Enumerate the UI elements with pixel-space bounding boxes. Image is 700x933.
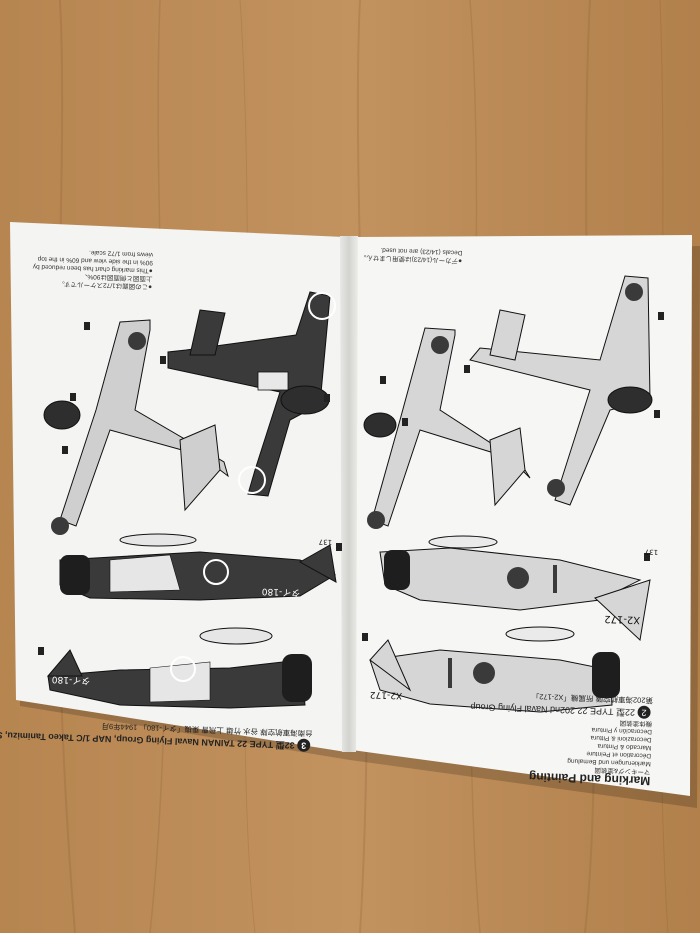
right-side-view-1 — [379, 535, 651, 642]
left-side-view-1 — [59, 533, 337, 601]
left-tail-code-2: タイ-180 — [51, 673, 91, 686]
left-top-view-dark — [167, 291, 336, 497]
right-page-caption: Marking and Painting マーキング&塗装図 Markierun… — [468, 689, 653, 788]
type-number-badge: 2 — [637, 705, 651, 719]
right-fin-number: 137 — [644, 547, 659, 556]
type-label: 22型 — [615, 706, 636, 718]
right-tail-code-1: X2-172 — [604, 612, 641, 625]
booklet-spine — [340, 236, 358, 752]
type-number-badge: 3 — [297, 738, 311, 752]
right-tail-code-2: X2-172 — [369, 688, 403, 700]
left-tail-code-1: タイ-180 — [261, 585, 301, 598]
right-side-view-2 — [369, 626, 620, 713]
right-bottom-view — [363, 327, 531, 529]
left-bottom-view-light — [43, 319, 229, 535]
left-fin-number: 137 — [318, 537, 333, 546]
type-label: 32型 — [275, 739, 295, 751]
callout-markers — [38, 312, 664, 655]
left-scale-note: ●この図面は1/72スケールです。 上面図と側面図は90%、 ●This mar… — [32, 246, 154, 290]
left-side-view-2 — [46, 627, 312, 709]
right-top-view — [469, 275, 653, 506]
